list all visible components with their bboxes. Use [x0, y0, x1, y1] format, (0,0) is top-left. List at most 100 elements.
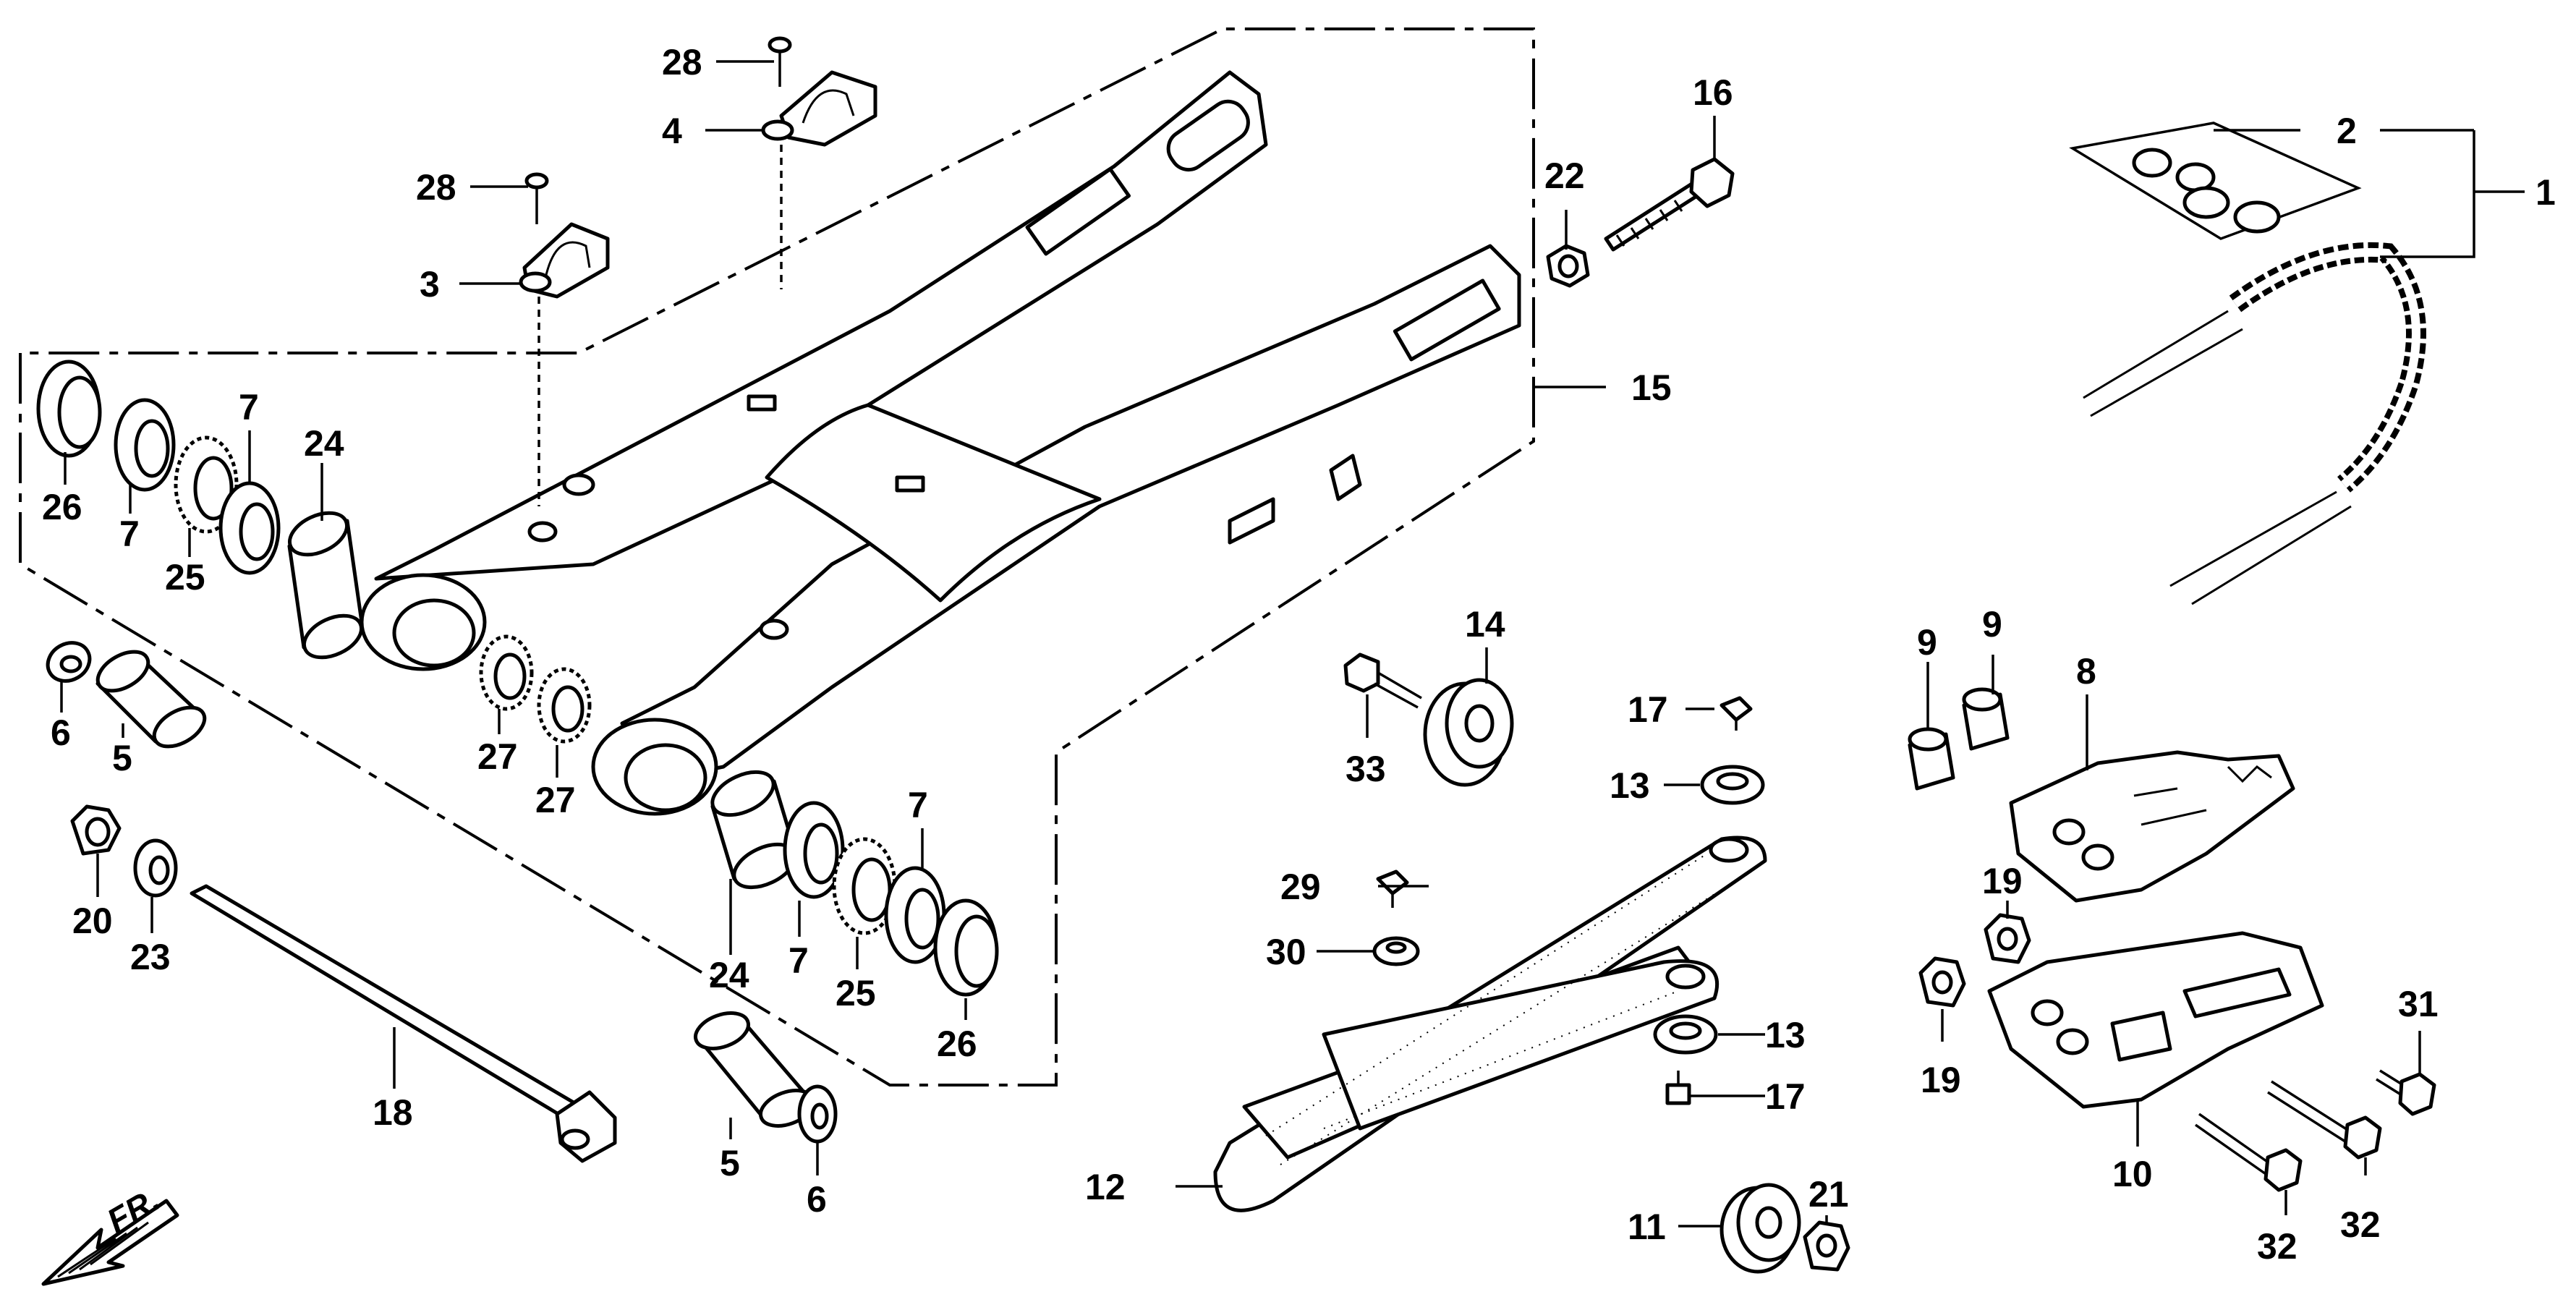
label-9-left: 9 [1917, 622, 1937, 663]
label-24-right: 24 [709, 955, 749, 995]
label-7-right-b: 7 [908, 785, 928, 825]
washer-30 [1372, 936, 1420, 966]
bolt-32-upper [2267, 1080, 2382, 1160]
label-9-right: 9 [1982, 604, 2002, 645]
nut-19-upper [1984, 913, 2031, 964]
label-14: 14 [1465, 604, 1505, 645]
label-4: 4 [662, 111, 682, 151]
label-10: 10 [2112, 1154, 2153, 1194]
label-6-left: 6 [51, 713, 71, 753]
label-6-right: 6 [807, 1179, 827, 1220]
label-32-upper: 32 [2340, 1204, 2381, 1245]
washer-6-right [797, 1084, 838, 1144]
washer-7-left-a [114, 398, 176, 492]
label-15: 15 [1631, 367, 1672, 408]
label-32-lower: 32 [2257, 1226, 2297, 1267]
label-21: 21 [1808, 1174, 1849, 1215]
master-link-clip [2182, 186, 2281, 234]
label-7-left-a: 7 [119, 514, 140, 554]
needle-bearing-25-left [174, 435, 239, 534]
brake-hose-clamp-4 [761, 70, 877, 147]
label-33: 33 [1346, 749, 1386, 789]
leader-lines [60, 60, 2525, 1228]
label-28-lower: 28 [416, 167, 456, 208]
bearing-27-b [537, 667, 592, 744]
washer-7-left-b [218, 481, 281, 575]
label-13-upper: 13 [1610, 765, 1650, 806]
label-29: 29 [1280, 867, 1321, 907]
master-link-box [2069, 122, 2362, 240]
label-17-upper: 17 [1628, 689, 1668, 730]
label-31: 31 [2398, 984, 2439, 1024]
label-3: 3 [420, 264, 440, 305]
label-23: 23 [130, 937, 171, 977]
dust-seal-26-left [36, 360, 102, 458]
label-27-a: 27 [477, 736, 518, 777]
label-25-left: 25 [165, 557, 205, 598]
label-5-left: 5 [112, 738, 132, 778]
label-2: 2 [2337, 111, 2357, 151]
pivot-bolt-18 [190, 884, 617, 1163]
swingarm [360, 70, 1521, 816]
bearing-27-a [479, 634, 534, 711]
dust-seal-26-right [933, 898, 999, 997]
collar-13-lower [1653, 1014, 1718, 1055]
bushing-24-left [287, 511, 364, 660]
washer-7-right-a [783, 801, 845, 899]
nut-21 [1803, 1220, 1850, 1272]
chain-roller-11 [1720, 1183, 1801, 1274]
label-12: 12 [1085, 1167, 1126, 1207]
label-26-right: 26 [937, 1024, 977, 1064]
label-26-left: 26 [42, 487, 82, 527]
label-20: 20 [72, 901, 113, 941]
bolt-33 [1343, 652, 1422, 709]
screw-17-upper [1720, 696, 1753, 731]
label-25-right: 25 [836, 973, 876, 1013]
label-17-lower: 17 [1765, 1076, 1806, 1117]
bolt-32-lower [2194, 1113, 2303, 1192]
label-24-left: 24 [304, 423, 344, 464]
brake-hose-clamp-3 [519, 222, 610, 299]
nut-20 [70, 804, 122, 856]
bolt-31 [2376, 1069, 2436, 1116]
collar-9-left [1908, 727, 1955, 791]
bushing-24-right [710, 770, 798, 890]
label-11: 11 [1628, 1207, 1666, 1247]
master-link-plate [2132, 148, 2216, 192]
chain-roller-14 [1423, 678, 1514, 787]
screw-29 [1376, 869, 1409, 908]
nut-22 [1546, 244, 1590, 288]
screw-17-lower [1665, 1071, 1691, 1105]
label-19-lower: 19 [1921, 1060, 1961, 1100]
label-28-upper: 28 [662, 42, 702, 82]
screw-28-upper [768, 36, 792, 87]
collar-5-left [95, 650, 207, 749]
collar-13-upper [1700, 765, 1765, 805]
label-8: 8 [2076, 651, 2096, 692]
label-13-lower: 13 [1765, 1015, 1806, 1055]
label-27-b: 27 [535, 780, 576, 820]
drive-chain [2083, 242, 2426, 605]
bolt-16 [1604, 157, 1735, 252]
washer-23 [133, 838, 178, 898]
assembly-boundary [19, 27, 1535, 1086]
nut-19-lower [1918, 956, 1966, 1008]
label-1: 1 [2535, 172, 2556, 213]
chain-slider-12 [1213, 835, 1767, 1212]
needle-bearing-25-right [832, 837, 897, 935]
label-7-left-b: 7 [239, 387, 259, 428]
label-19-upper: 19 [1982, 861, 2023, 901]
label-7-right-a: 7 [788, 940, 809, 981]
chain-guide-10 [1987, 931, 2324, 1109]
label-22: 22 [1544, 156, 1585, 196]
label-16: 16 [1693, 72, 1733, 113]
chain-guide-slider-8 [2009, 750, 2295, 903]
collar-9-right [1962, 687, 2010, 751]
label-30: 30 [1266, 932, 1306, 972]
washer-6-left [46, 641, 92, 683]
part-labels: 28 4 28 3 26 7 25 7 24 6 5 20 23 18 27 2… [42, 42, 2556, 1267]
label-18: 18 [373, 1092, 413, 1133]
screw-28-lower [524, 172, 549, 224]
label-5-right: 5 [720, 1143, 740, 1183]
